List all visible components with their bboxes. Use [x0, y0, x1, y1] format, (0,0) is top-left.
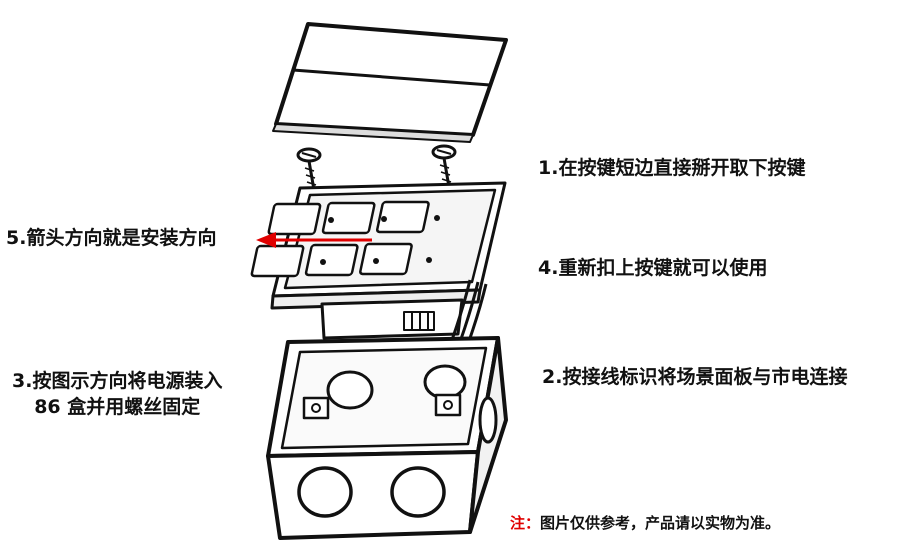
step-4-label: 4.重新扣上按键就可以使用	[538, 257, 768, 279]
step-2-label: 2.按接线标识将场景面板与市电连接	[542, 366, 848, 388]
step-3-line-1: 3.按图示方向将电源装入	[12, 370, 223, 392]
step-3-label: 3.按图示方向将电源装入 86 盒并用螺丝固定	[12, 368, 222, 420]
junction-box-86	[266, 336, 508, 540]
screw-right-icon	[431, 144, 457, 188]
install-direction-arrow-icon	[256, 232, 372, 248]
step-3-line-2: 86 盒并用螺丝固定	[34, 396, 201, 418]
scene-panel-module	[250, 181, 507, 340]
key-cover-plate	[272, 22, 508, 143]
note-prefix: 注：	[510, 514, 541, 532]
disclaimer-note: 注：图片仅供参考，产品请以实物为准。	[510, 512, 780, 533]
step-1-label: 1.在按键短边直接掰开取下按键	[538, 157, 806, 179]
note-text: 图片仅供参考，产品请以实物为准。	[540, 514, 781, 532]
screw-left-icon	[296, 147, 322, 191]
step-5-label: 5.箭头方向就是安装方向	[6, 227, 217, 249]
